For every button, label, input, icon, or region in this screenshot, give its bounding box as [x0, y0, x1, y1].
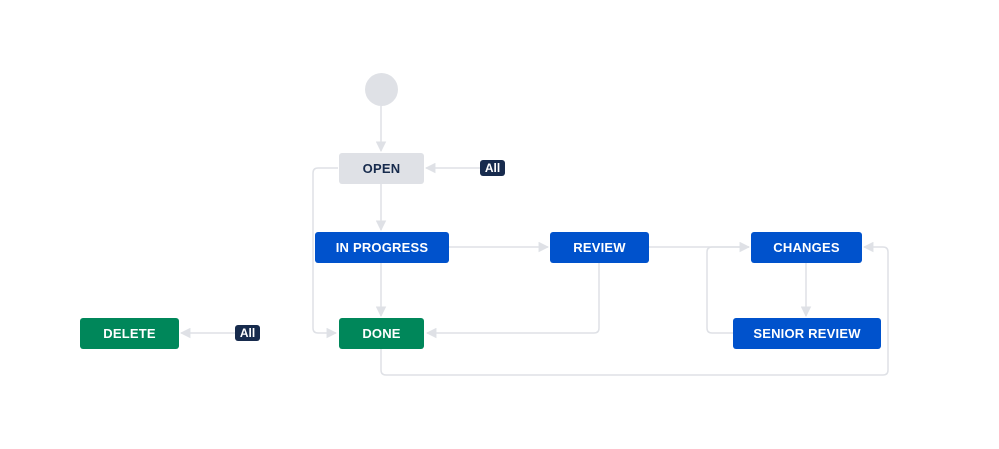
status-open-label: OPEN [362, 161, 401, 176]
connector-done-to-changes [380, 241, 889, 376]
connector-senior-review-to-changes [706, 246, 749, 334]
status-delete[interactable]: DELETE [80, 318, 179, 349]
status-open[interactable]: OPEN [339, 153, 424, 184]
global-transition-badge-delete-label: All [239, 326, 256, 340]
connector-open-to-done [312, 167, 338, 339]
status-senior-review[interactable]: SENIOR REVIEW [733, 318, 881, 349]
global-transition-badge-open-label: All [484, 161, 501, 175]
status-changes[interactable]: CHANGES [751, 232, 862, 263]
status-in-progress-label: IN PROGRESS [335, 240, 429, 255]
global-transition-badge-delete[interactable]: All [235, 325, 260, 341]
status-review-label: REVIEW [573, 240, 626, 255]
status-delete-label: DELETE [103, 326, 156, 341]
status-done-label: DONE [362, 326, 401, 341]
status-in-progress[interactable]: IN PROGRESS [315, 232, 449, 263]
global-transition-badge-open[interactable]: All [480, 160, 505, 176]
start-node [365, 73, 398, 106]
status-review[interactable]: REVIEW [550, 232, 649, 263]
status-changes-label: CHANGES [773, 240, 840, 255]
connector-review-to-done [425, 263, 600, 339]
status-done[interactable]: DONE [339, 318, 424, 349]
status-senior-review-label: SENIOR REVIEW [753, 326, 861, 341]
